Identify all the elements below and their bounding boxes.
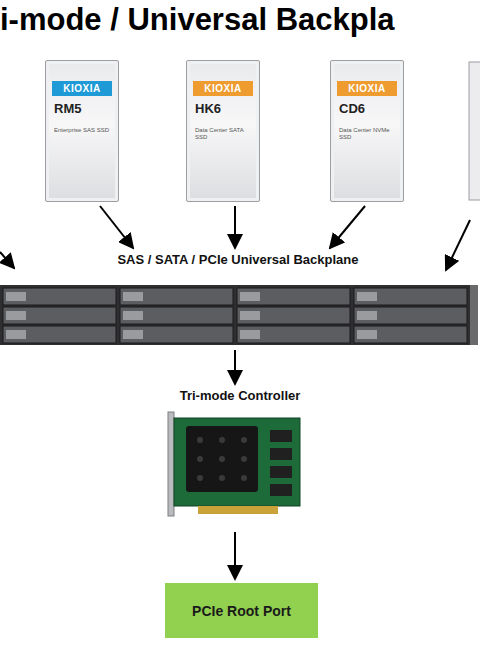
latch — [123, 311, 143, 320]
diagram-title: i-mode / Universal Backpla — [0, 2, 395, 38]
connector — [270, 484, 292, 496]
pin — [241, 475, 247, 481]
pin — [219, 437, 225, 443]
drive-sliver — [469, 62, 480, 200]
chassis-body — [0, 285, 476, 345]
latch — [6, 292, 26, 301]
card-pcb — [174, 418, 300, 506]
latch — [240, 292, 260, 301]
card-bracket — [168, 412, 174, 516]
bay — [120, 288, 233, 305]
raid-card — [168, 412, 300, 516]
latch — [357, 330, 377, 339]
ssd-drive: KIOXIA HK6Data Center SATA SSD — [186, 60, 260, 202]
bay — [237, 288, 350, 305]
bay — [120, 307, 233, 324]
latch — [123, 292, 143, 301]
connector — [270, 448, 292, 460]
bay-latches — [6, 292, 377, 339]
latch — [357, 292, 377, 301]
brand-label: KIOXIA — [193, 81, 253, 96]
pin — [241, 437, 247, 443]
latch — [240, 311, 260, 320]
product-note: Data Center NVMe SSD — [339, 127, 398, 141]
bay — [354, 326, 467, 343]
side-arrow — [0, 252, 14, 268]
bay — [237, 326, 350, 343]
pin — [197, 475, 203, 481]
pin — [197, 437, 203, 443]
node-label: PCIe Root Port — [192, 603, 291, 619]
bay — [354, 288, 467, 305]
latch — [6, 330, 26, 339]
bay — [3, 326, 116, 343]
flow-arrow — [100, 206, 133, 248]
model-label: HK6 — [195, 101, 255, 116]
brand-label: KIOXIA — [337, 81, 397, 96]
node-label: Tri-mode Controller — [140, 388, 340, 403]
latch — [123, 330, 143, 339]
heatsink-pins — [197, 437, 247, 481]
pin — [219, 456, 225, 462]
bay — [237, 307, 350, 324]
chassis-ear — [470, 285, 478, 345]
pin — [241, 456, 247, 462]
flow-arrow — [234, 206, 236, 248]
ssd-drive: KIOXIA CD6Data Center NVMe SSD — [330, 60, 404, 202]
node-label: SAS / SATA / PCIe Universal Backplane — [0, 252, 476, 267]
bay — [120, 326, 233, 343]
pin — [219, 475, 225, 481]
product-note: Data Center SATA SSD — [195, 127, 254, 141]
controller-card: Tri-mode Controller — [140, 388, 340, 528]
card-heatsink — [186, 426, 258, 492]
product-note: Enterprise SAS SSD — [54, 127, 113, 134]
latch — [357, 311, 377, 320]
bay — [3, 307, 116, 324]
bay — [354, 307, 467, 324]
backplane-chassis: SAS / SATA / PCIe Universal Backplane — [0, 252, 476, 346]
model-label: CD6 — [339, 101, 399, 116]
server-chassis — [0, 285, 478, 345]
root-port-box: PCIe Root Port — [165, 583, 318, 638]
latch — [6, 311, 26, 320]
flow-arrow — [234, 350, 236, 384]
latch — [240, 330, 260, 339]
connector — [270, 430, 292, 442]
drive-bays — [3, 288, 467, 343]
flow-arrow — [330, 206, 365, 248]
bay — [3, 288, 116, 305]
ssd-drive: KIOXIA RM5Enterprise SAS SSD — [45, 60, 119, 202]
brand-label: KIOXIA — [52, 81, 112, 96]
model-label: RM5 — [54, 101, 114, 116]
gold-fingers — [198, 506, 278, 514]
card-connectors — [270, 430, 292, 496]
connector — [270, 466, 292, 478]
flow-arrow — [234, 532, 236, 579]
side-arrow — [446, 220, 470, 270]
pin — [197, 456, 203, 462]
